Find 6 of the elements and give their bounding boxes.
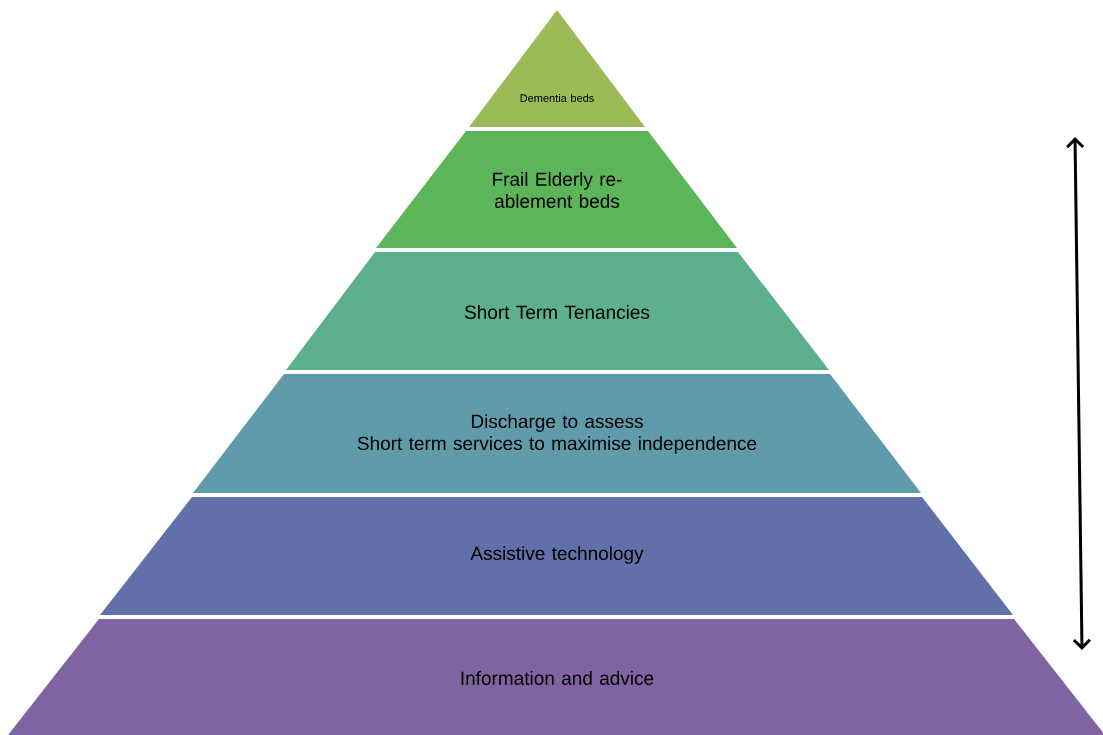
pyramid-band: Assistive technology [100,497,1013,615]
pyramid-band: Dementia beds [469,10,645,127]
pyramid-band: Frail Elderly re-ablement beds [376,131,737,248]
pyramid-band: Discharge to assess Short term services to maximise independence [193,374,921,493]
pyramid-band: Information and advice [8,619,1103,735]
pyramid-band: Short Term Tenancies [286,252,829,370]
